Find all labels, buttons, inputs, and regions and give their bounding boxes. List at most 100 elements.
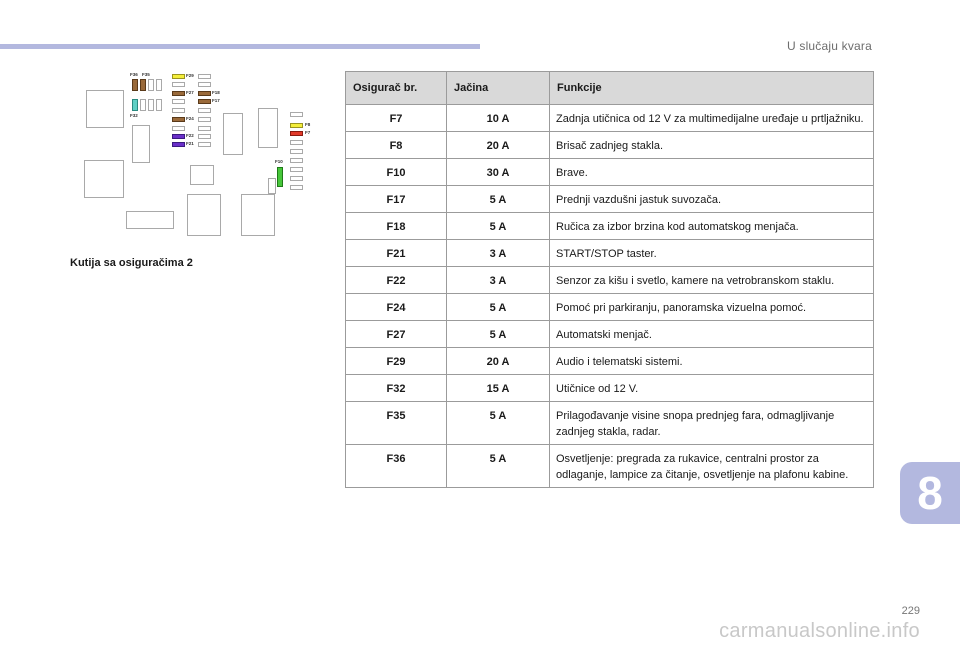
fuse-number-cell: F8 [345, 131, 447, 159]
relay-block [84, 160, 124, 198]
fuse-f24 [172, 117, 185, 122]
rating-cell: 20 A [446, 347, 550, 375]
rating-cell: 5 A [446, 293, 550, 321]
fuse-slot [198, 82, 211, 87]
fuse-slot [198, 74, 211, 79]
fuse-slot [290, 185, 303, 190]
fuse-slot [198, 134, 211, 139]
header-functions: Funkcije [549, 71, 874, 105]
fuse-f8 [290, 123, 303, 128]
function-cell: Senzor za kišu i svetlo, kamere na vetro… [549, 266, 874, 294]
fuse-f17 [198, 99, 211, 104]
fuse-slot [172, 108, 185, 113]
relay-block [132, 125, 150, 163]
fuse-slot [198, 126, 211, 131]
rating-cell: 3 A [446, 239, 550, 267]
fuse-slot [140, 99, 146, 111]
function-cell: Audio i telematski sistemi. [549, 347, 874, 375]
diagram-caption: Kutija sa osiguračima 2 [70, 257, 193, 269]
label-f24: F24 [186, 116, 194, 121]
fuse-f27 [172, 91, 185, 96]
label-f29: F29 [186, 73, 194, 78]
label-f7: F7 [305, 130, 311, 135]
fuse-slot [290, 167, 303, 172]
fuse-number-cell: F35 [345, 401, 447, 445]
table-header-row: Osigurač br. Jačina Funkcije [345, 71, 874, 105]
fuse-slot [290, 149, 303, 154]
fuse-f22 [172, 134, 185, 139]
function-cell: Utičnice od 12 V. [549, 374, 874, 402]
rating-cell: 15 A [446, 374, 550, 402]
fuse-box-diagram: F36 F35 F32 F29 F27 F24 F22 F21 F18 F17 … [80, 68, 320, 246]
function-cell: Brisač zadnjeg stakla. [549, 131, 874, 159]
rating-cell: 10 A [446, 104, 550, 132]
fuse-slot [156, 79, 162, 91]
label-f21: F21 [186, 141, 194, 146]
page-number: 229 [901, 605, 920, 617]
fuse-number-cell: F21 [345, 239, 447, 267]
label-f17: F17 [212, 98, 220, 103]
header-fuse-number: Osigurač br. [345, 71, 447, 105]
function-cell: Pomoć pri parkiranju, panoramska vizueln… [549, 293, 874, 321]
chapter-tab: 8 [900, 462, 960, 524]
relay-block [223, 113, 243, 155]
function-cell: Ručica za izbor brzina kod automatskog m… [549, 212, 874, 240]
rating-cell: 5 A [446, 320, 550, 348]
fuse-slot [148, 99, 154, 111]
fuse-number-cell: F22 [345, 266, 447, 294]
relay-block [268, 178, 276, 194]
rating-cell: 5 A [446, 401, 550, 445]
function-cell: Zadnja utičnica od 12 V za multimedijaln… [549, 104, 874, 132]
relay-block [241, 194, 275, 236]
function-cell: Prednji vazdušni jastuk suvozača. [549, 185, 874, 213]
fuse-f36 [132, 79, 138, 91]
fuse-slot [172, 126, 185, 131]
fuse-number-cell: F10 [345, 158, 447, 186]
relay-block [86, 90, 124, 128]
label-f8: F8 [305, 122, 311, 127]
label-f36: F36 [130, 72, 138, 77]
fuse-number-cell: F7 [345, 104, 447, 132]
fuse-f35 [140, 79, 146, 91]
fuse-slot [198, 108, 211, 113]
fuse-f32 [132, 99, 138, 111]
watermark: carmanualsonline.info [719, 620, 920, 642]
relay-block [187, 194, 221, 236]
function-cell: Automatski menjač. [549, 320, 874, 348]
fuse-number-cell: F24 [345, 293, 447, 321]
header-accent-bar [0, 44, 480, 49]
label-f10: F10 [275, 159, 283, 164]
relay-block [258, 108, 278, 148]
relay-block [190, 165, 214, 185]
fuse-slot [290, 112, 303, 117]
fuse-number-cell: F27 [345, 320, 447, 348]
function-cell: START/STOP taster. [549, 239, 874, 267]
rating-cell: 5 A [446, 212, 550, 240]
rating-cell: 5 A [446, 444, 550, 488]
function-cell: Osvetljenje: pregrada za rukavice, centr… [549, 444, 874, 488]
fuse-slot [172, 82, 185, 87]
fuse-f10 [277, 167, 283, 187]
relay-block [126, 211, 174, 229]
fuse-number-cell: F29 [345, 347, 447, 375]
fuse-slot [290, 140, 303, 145]
label-f32: F32 [130, 113, 138, 118]
fuse-number-cell: F18 [345, 212, 447, 240]
fuse-number-cell: F36 [345, 444, 447, 488]
fuse-slot [172, 99, 185, 104]
fuse-f18 [198, 91, 211, 96]
fuse-slot [290, 158, 303, 163]
rating-cell: 5 A [446, 185, 550, 213]
function-cell: Prilagođavanje visine snopa prednjeg far… [549, 401, 874, 445]
